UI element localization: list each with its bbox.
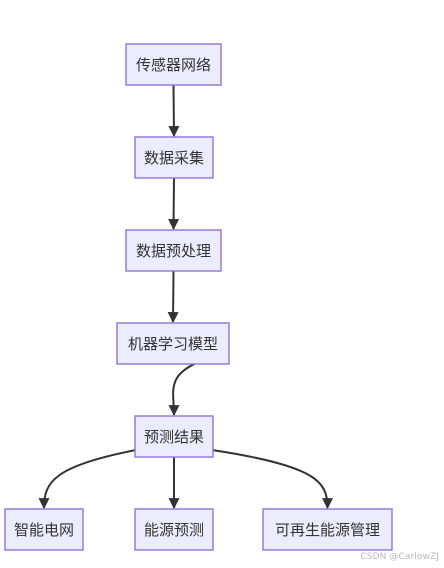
- edge-ml-model-to-prediction-result: [168, 356, 212, 417]
- node-label-renewable-management: 可再生能源管理: [275, 521, 380, 539]
- node-label-ml-model: 机器学习模型: [128, 335, 218, 353]
- edge-prediction-result-to-smart-grid: [38, 449, 137, 510]
- edge-sensor-network-to-data-collection: [168, 84, 180, 138]
- node-box-energy-forecast: [134, 508, 214, 551]
- node-smart-grid: 智能电网: [4, 508, 84, 551]
- node-energy-forecast: 能源预测: [134, 508, 214, 551]
- node-label-prediction-result: 预测结果: [144, 428, 204, 446]
- node-renewable-management: 可再生能源管理: [262, 508, 393, 551]
- node-label-data-collection: 数据采集: [144, 149, 204, 167]
- node-data-preprocessing: 数据预处理: [125, 229, 222, 272]
- node-label-data-preprocessing: 数据预处理: [136, 242, 211, 260]
- edge-data-preprocessing-to-ml-model: [167, 270, 179, 324]
- node-prediction-result: 预测结果: [134, 415, 214, 458]
- node-box-sensor-network: [125, 43, 222, 86]
- node-box-ml-model: [116, 322, 230, 365]
- node-ml-model: 机器学习模型: [116, 322, 230, 365]
- node-box-renewable-management: [262, 508, 393, 551]
- node-box-smart-grid: [4, 508, 84, 551]
- node-box-data-collection: [134, 136, 214, 179]
- node-sensor-network: 传感器网络: [125, 43, 222, 86]
- edge-data-collection-to-data-preprocessing: [168, 177, 180, 231]
- node-box-data-preprocessing: [125, 229, 222, 272]
- node-label-energy-forecast: 能源预测: [144, 521, 204, 539]
- edge-prediction-result-to-renewable-management: [211, 449, 333, 510]
- node-data-collection: 数据采集: [134, 136, 214, 179]
- node-label-smart-grid: 智能电网: [14, 521, 74, 539]
- node-box-prediction-result: [134, 415, 214, 458]
- watermark: CSDN @CarlowZJ: [360, 552, 439, 562]
- node-label-sensor-network: 传感器网络: [136, 56, 211, 74]
